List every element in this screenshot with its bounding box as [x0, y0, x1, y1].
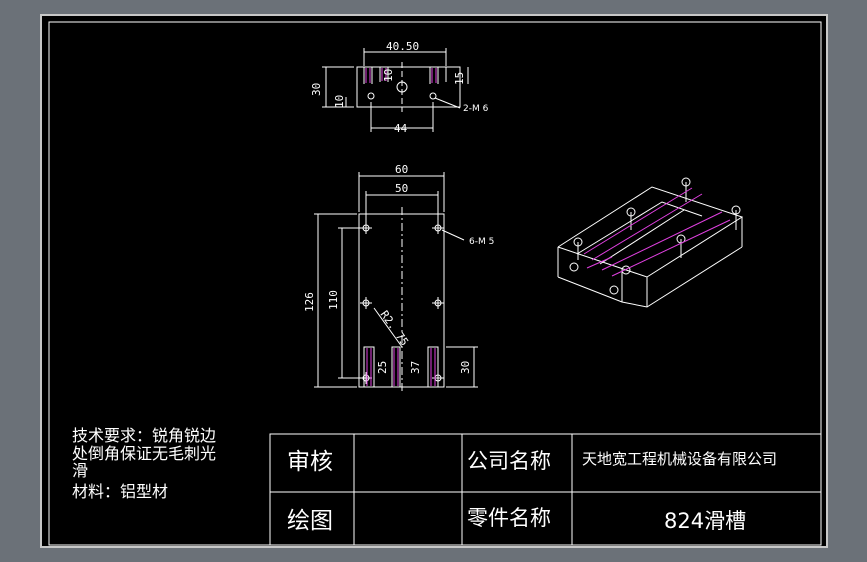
note-line-3: 滑 [72, 461, 89, 480]
isometric-view [557, 177, 744, 308]
dim-hole-pitch-y: 110 [327, 290, 340, 310]
dim-hole-span: 44 [394, 122, 408, 135]
cad-drawing: 40.50 30 10 15 10 44 2-M 6 [48, 21, 822, 546]
drawing-label: 绘图 [287, 508, 333, 534]
dim-overall-width: 40.50 [386, 40, 419, 53]
dim-slot-offset: 30 [459, 361, 472, 374]
top-view [322, 48, 469, 132]
part-label: 零件名称 [467, 506, 551, 530]
company-value: 天地宽工程机械设备有限公司 [582, 450, 777, 468]
note-line-1: 技术要求：锐角锐边 [72, 426, 217, 445]
dim-top-height: 30 [310, 83, 323, 96]
dim-slot-depth: 25 [376, 361, 389, 374]
drawing-sheet: 40.50 30 10 15 10 44 2-M 6 [40, 14, 828, 548]
part-value: 824滑槽 [664, 509, 746, 533]
dim-radius: R2. 75 [378, 308, 411, 348]
dim-overall-height: 126 [303, 292, 316, 312]
dim-slot-height-a: 10 [382, 69, 395, 82]
title-block [269, 433, 822, 546]
top-view-outline [356, 66, 461, 108]
dim-slot-length: 37 [409, 361, 422, 374]
company-label: 公司名称 [467, 449, 551, 473]
callout-top-holes: 2-M 6 [463, 104, 489, 114]
note-material: 材料：铝型材 [72, 482, 169, 501]
dim-hole-pitch-x: 50 [395, 182, 408, 195]
dim-front-width: 60 [395, 163, 408, 176]
callout-front-holes: 6-M 5 [469, 237, 494, 247]
front-view [314, 172, 478, 394]
dim-slot-height-b: 15 [453, 72, 466, 85]
review-label: 审核 [287, 449, 333, 475]
front-holes [360, 222, 444, 384]
dim-bottom-offset: 10 [333, 95, 346, 108]
note-line-2: 处倒角保证无毛刺光 [72, 444, 217, 463]
